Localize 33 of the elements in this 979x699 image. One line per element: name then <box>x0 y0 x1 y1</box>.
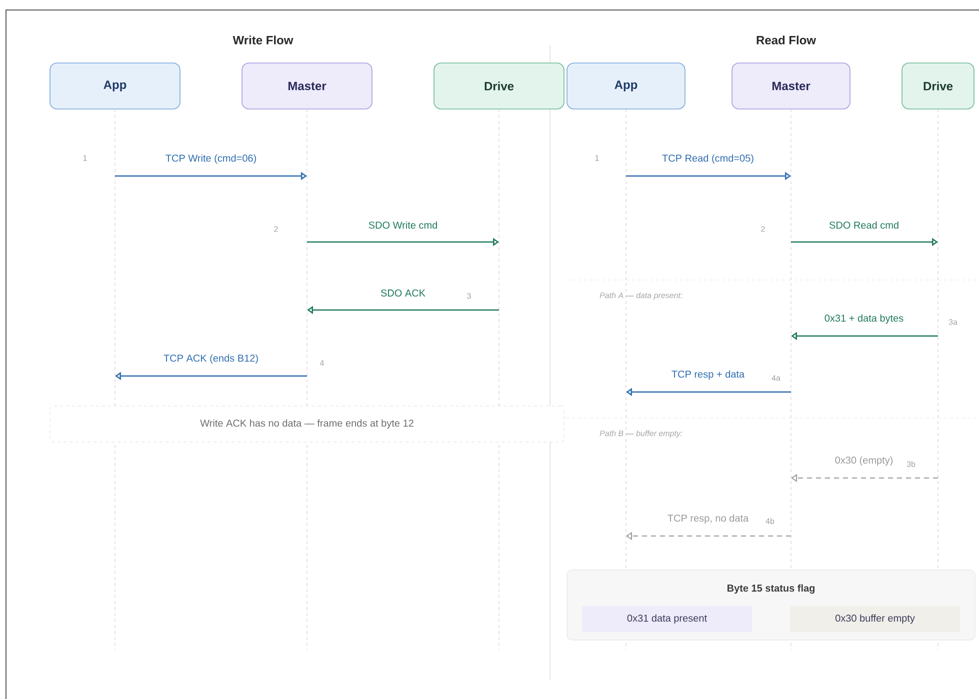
section-heading: Write Flow <box>232 36 294 44</box>
participant-box: Drive <box>902 62 974 110</box>
step-number: 3 <box>467 293 471 299</box>
participant-box: App <box>50 62 180 110</box>
note-box: Write ACK has no data — frame ends at byte 12 <box>50 406 564 442</box>
edge-label: SDO Write cmd <box>367 220 439 230</box>
step-number: 2 <box>274 226 278 232</box>
step-number: 4b <box>766 518 774 524</box>
edge-label: SDO Read cmd <box>828 220 900 230</box>
step-number: 1 <box>83 155 87 161</box>
section-heading: Read Flow <box>756 36 816 44</box>
participant-box: Drive <box>434 62 564 110</box>
edge-label: 0x31 + data bytes <box>823 313 905 325</box>
edge-label: TCP resp, no data <box>666 513 750 525</box>
path-caption: Path B — buffer empty: <box>600 430 682 438</box>
step-number: 4 <box>320 360 324 366</box>
edge-label: TCP Read (cmd=05) <box>661 153 755 165</box>
path-caption: Path A — data present: <box>600 292 682 300</box>
edge-label: SDO ACK <box>380 288 427 298</box>
participant-box: Master <box>732 62 850 110</box>
step-number: 3a <box>948 319 958 325</box>
edge-label: TCP Write (cmd=06) <box>164 153 258 165</box>
edge-label: 0x30 (empty) <box>834 455 894 467</box>
flag-cell: 0x31 data present <box>582 606 752 632</box>
step-number: 1 <box>595 155 599 161</box>
edge-label: TCP ACK (ends B12) <box>162 353 260 365</box>
flag-cell: 0x30 buffer empty <box>790 606 960 632</box>
step-number: 3b <box>906 461 916 467</box>
step-number: 2 <box>761 226 765 232</box>
participant-box: Master <box>242 62 372 110</box>
participant-box: App <box>566 62 686 110</box>
edge-label: TCP resp + data <box>670 369 746 381</box>
step-number: 4a <box>772 375 780 381</box>
